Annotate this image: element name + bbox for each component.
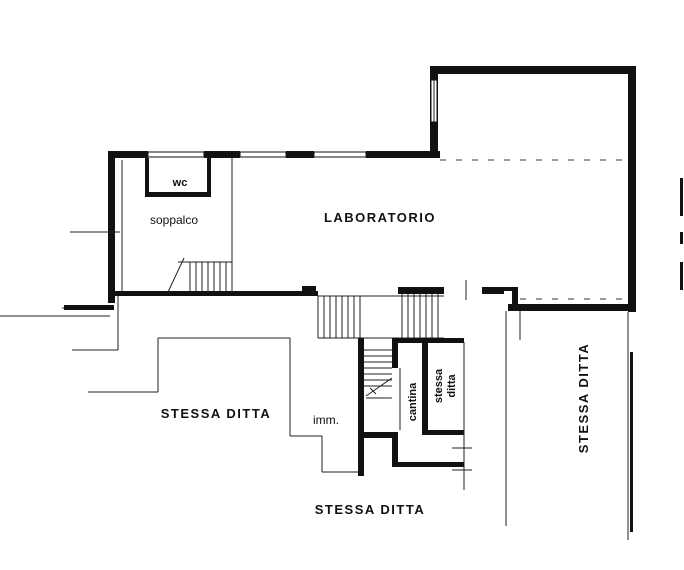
stessa-ditta-right-label: STESSA DITTA xyxy=(576,343,591,453)
dashed-lines xyxy=(440,159,628,300)
imm-label: imm. xyxy=(313,413,339,427)
wc-room xyxy=(145,158,211,197)
ditta-small-label: ditta xyxy=(446,374,458,398)
lower-rooms xyxy=(358,280,472,490)
exterior-walls xyxy=(108,66,636,312)
laboratorio-label: LABORATORIO xyxy=(324,210,436,225)
stessa-ditta-left-label: STESSA DITTA xyxy=(161,406,271,421)
right-exterior-lines xyxy=(505,311,633,540)
edge-marks xyxy=(680,178,683,290)
stessa-small-label: stessa xyxy=(433,368,445,403)
wc-label: wc xyxy=(172,177,188,189)
cantina-label: cantina xyxy=(407,382,419,421)
windows xyxy=(147,79,438,158)
central-stair xyxy=(317,294,444,339)
stessa-ditta-bottom-label: STESSA DITTA xyxy=(315,502,425,517)
soppalco-label: soppalco xyxy=(150,213,198,227)
soppalco-stair xyxy=(167,257,232,293)
left-exterior-lines xyxy=(0,231,360,473)
